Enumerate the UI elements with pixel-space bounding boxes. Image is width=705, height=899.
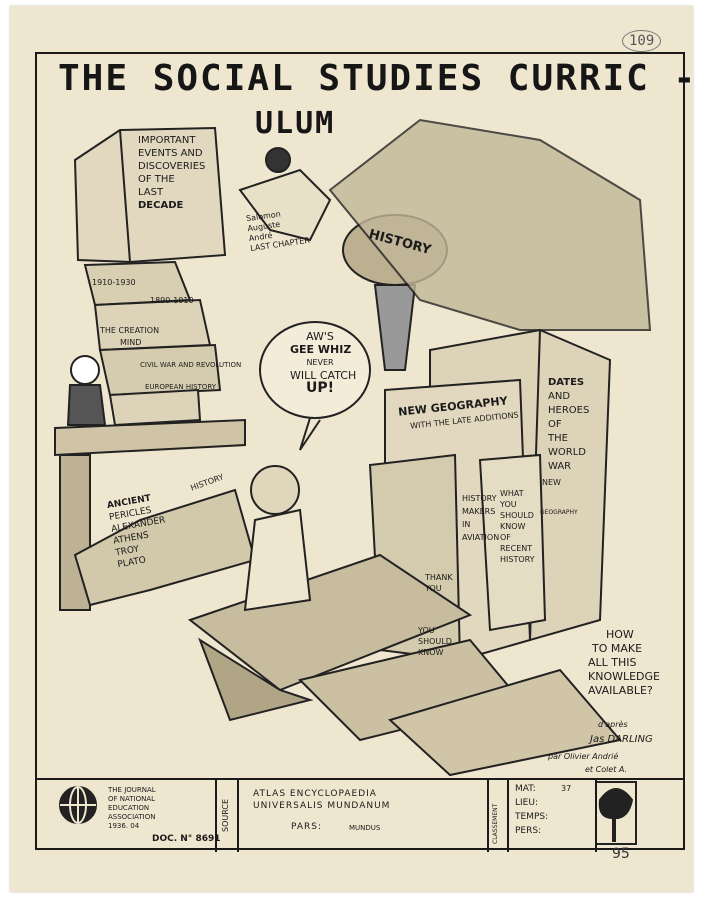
speech-line: GEE WHIZ (290, 343, 352, 356)
dates-line: DATES (548, 377, 585, 388)
stack-book-3: THE CREATION (100, 326, 160, 335)
caption-line: AVAILABLE? (588, 684, 653, 697)
top-book-line: LAST (138, 187, 164, 198)
history-makers-line: HISTORY (462, 494, 497, 503)
dates-line: WAR (548, 461, 572, 472)
speech-line: AW'S (306, 330, 334, 343)
stack-book-6: EUROPEAN HISTORY (145, 383, 217, 391)
mat-label: MAT: (515, 784, 536, 794)
journal-line: EDUCATION (108, 804, 150, 812)
top-book-line: OF THE (138, 174, 175, 185)
lieu-label: LIEU: (515, 798, 538, 808)
source-label: SOURCE (221, 798, 230, 832)
history-makers-label: HISTORY MAKERS IN AVIATION (462, 492, 499, 544)
atlas-line: ATLAS ENCYCLOPAEDIA (253, 789, 377, 799)
title-line-1: THE SOCIAL STUDIES CURRIC - (58, 58, 698, 99)
should-know-label: YOU SHOULD KNOW (418, 625, 452, 658)
dates-line: THE (548, 433, 568, 444)
pars-label: PARS: (291, 822, 323, 832)
speech-line: NEVER (306, 358, 334, 367)
journal-line: OF NATIONAL (108, 795, 156, 803)
what-know-line: RECENT (500, 544, 533, 553)
what-know-line: KNOW (500, 522, 526, 531)
title-line-2: ULUM (255, 106, 336, 141)
footer-journal-cell: THE JOURNAL OF NATIONAL EDUCATION ASSOCI… (100, 780, 240, 852)
what-know-line: YOU (500, 500, 517, 509)
dates-line: OF (548, 419, 562, 430)
footer-atlas-cell: ATLAS ENCYCLOPAEDIA UNIVERSALIS MUNDANUM… (237, 780, 487, 852)
manuscript-label: Salomon Auguste André LAST CHAPTER (246, 206, 311, 254)
caption-line: HOW (606, 628, 634, 641)
footer-emblem-cell (595, 780, 685, 852)
footer-source-cell: SOURCE (215, 780, 237, 852)
atlas-text: ATLAS ENCYCLOPAEDIA UNIVERSALIS MUNDANUM (253, 788, 390, 812)
temps-label: TEMPS: (515, 812, 549, 822)
footer-classement-cell: CLASSEMENT (487, 780, 507, 852)
catalog-footer: THE JOURNAL OF NATIONAL EDUCATION ASSOCI… (35, 778, 685, 852)
credit-darling: Jas DARLING (590, 734, 653, 745)
bottom-number: 95 (612, 846, 630, 862)
journal-line: ASSOCIATION (108, 813, 156, 821)
should-know-line: KNOW (418, 648, 444, 657)
what-know-label: WHAT YOU SHOULD KNOW OF RECENT HISTORY (500, 488, 535, 565)
new-label: NEW (542, 478, 561, 487)
journal-text: THE JOURNAL OF NATIONAL EDUCATION ASSOCI… (108, 786, 156, 831)
top-book-line: EVENTS AND (138, 148, 203, 159)
should-know-line: YOU (418, 626, 435, 635)
caption-question: HOW TO MAKE ALL THIS KNOWLEDGE AVAILABLE… (588, 628, 660, 698)
what-know-line: HISTORY (500, 555, 535, 564)
journal-line: 1936. 04 (108, 822, 140, 830)
top-book-line: DECADE (138, 200, 184, 211)
dates-heroes-label: DATES AND HEROES OF THE WORLD WAR (548, 376, 589, 474)
page-number: 109 (622, 30, 662, 52)
geography-label: GEOGRAPHY (540, 509, 578, 516)
speech-line: WILL CATCH (290, 369, 357, 382)
pers-label: PERS: (515, 826, 542, 836)
atlas-line: UNIVERSALIS MUNDANUM (253, 801, 391, 811)
thank-you-label: THANK YOU (425, 572, 453, 594)
dates-line: WORLD (548, 447, 586, 458)
caption-line: TO MAKE (592, 642, 643, 655)
stack-book-5: CIVIL WAR AND REVOLUTION (140, 361, 242, 369)
speech-line: UP! (305, 380, 334, 396)
credit-par: par Olivier Andrié (548, 752, 619, 761)
caption-line: ALL THIS (588, 656, 637, 669)
history-makers-line: AVIATION (462, 533, 500, 542)
speech-bubble-text: AW'S GEE WHIZ NEVER WILL CATCH UP! (290, 330, 357, 396)
stack-book-4: MIND (120, 338, 142, 347)
caption-line: KNOWLEDGE (588, 670, 660, 683)
pars-value: MUNDUS (349, 824, 381, 832)
doc-number: DOC. N° 8691 (152, 834, 221, 844)
history-makers-line: MAKERS (462, 507, 496, 516)
history-makers-line: IN (462, 520, 471, 529)
dates-line: AND (548, 391, 571, 402)
thank-line: THANK (425, 573, 453, 582)
top-book-label: IMPORTANT EVENTS AND DISCOVERIES OF THE … (138, 134, 205, 212)
drawing-frame (35, 52, 685, 850)
credit-et: et Colet A. (585, 765, 628, 774)
stack-book-1: 1910-1930 (92, 278, 136, 287)
top-book-line: DISCOVERIES (138, 161, 206, 172)
footer-fields-cell: MAT: 37 LIEU: TEMPS: PERS: (507, 780, 595, 852)
should-know-line: SHOULD (418, 637, 452, 646)
what-know-line: WHAT (500, 489, 524, 498)
top-book-line: IMPORTANT (138, 135, 196, 146)
credit-apres: d'après (598, 720, 628, 729)
journal-line: THE JOURNAL (108, 786, 156, 794)
thank-line: YOU (425, 584, 442, 593)
dates-line: HEROES (548, 405, 590, 416)
stack-book-2: 1890-1910 (150, 296, 194, 305)
what-know-line: OF (500, 533, 511, 542)
classement-label: CLASSEMENT (492, 803, 499, 844)
mat-value: 37 (561, 784, 572, 793)
what-know-line: SHOULD (500, 511, 534, 520)
